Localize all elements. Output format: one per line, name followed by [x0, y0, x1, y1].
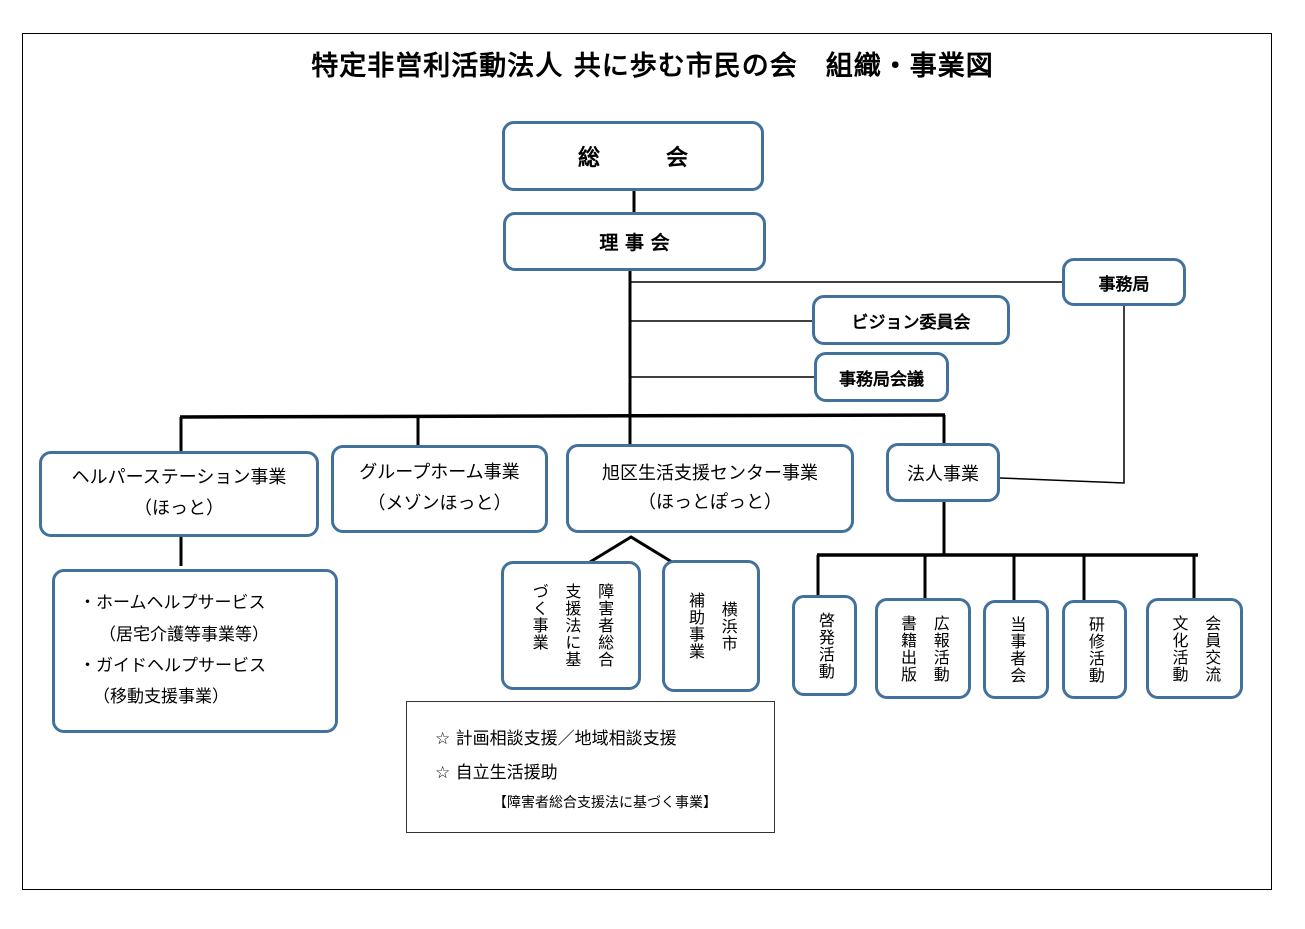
secretariat-label: 事務局 [1098, 274, 1150, 295]
note-box: ☆ 計画相談支援／地域相談支援 ☆ 自立生活援助 【障害者総合支援法に基づく事業… [406, 701, 775, 833]
corporate-box: 法人事業 [886, 443, 1000, 502]
yokohama-subsidy-box: 横浜市 補助事業 [662, 560, 760, 692]
self-advocate-group-box: 当事者会 [983, 600, 1049, 699]
group-home-box: グループホーム事業 （メゾンほっと） [331, 445, 548, 533]
member-exchange-box: 会員交流 文化活動 [1146, 598, 1243, 699]
vision-committee-label: ビジョン委員会 [851, 312, 971, 333]
helper-service-item: ・ホームヘルプサービス [79, 593, 266, 614]
connector-center-children [589, 535, 673, 564]
helper-station-box: ヘルパーステーション事業 （ほっと） [39, 451, 319, 537]
vertical-text: 会員交流 [1202, 614, 1222, 683]
note-line-2: ☆ 自立生活援助 [435, 763, 558, 783]
board-label: 理 事 会 [599, 232, 670, 254]
group-home-sub: （メゾンほっと） [367, 493, 512, 514]
helper-service-note: （居宅介護等事業等） [99, 624, 269, 645]
helper-services-box: ・ホームヘルプサービス （居宅介護等事業等） ・ガイドヘルプサービス （移動支援… [52, 569, 338, 733]
integrated-support-act-box: 障害者総合 支援法に基 づく事業 [501, 561, 641, 690]
connector-secretariat-corporate [999, 306, 1125, 484]
connector-division-bar [179, 413, 946, 419]
secretariat-box: 事務局 [1062, 258, 1186, 306]
vision-committee-box: ビジョン委員会 [812, 295, 1010, 345]
helper-service-note: （移動支援事業） [93, 687, 229, 708]
publicity-publishing-box: 広報活動 書籍出版 [875, 598, 971, 699]
vertical-text: 当事者会 [1007, 615, 1027, 684]
vertical-text: 研修活動 [1085, 615, 1105, 684]
vertical-text: 書籍出版 [898, 614, 917, 683]
diagram-title: 特定非営利活動法人 共に歩む市民の会 組織・事業図 [311, 51, 994, 82]
support-center-sub: （ほっとぽっと） [638, 491, 782, 513]
training-activity-box: 研修活動 [1062, 600, 1127, 699]
helper-service-item: ・ガイドヘルプサービス [79, 656, 266, 676]
vertical-text: づく事業 [529, 583, 549, 651]
vertical-text: 文化活動 [1169, 614, 1189, 683]
corporate-name: 法人事業 [907, 463, 979, 485]
diagram-frame [22, 33, 1272, 890]
general-assembly-label: 総 会 [577, 146, 688, 171]
helper-station-sub: （ほっと） [134, 498, 224, 519]
note-line-1: ☆ 計画相談支援／地域相談支援 [435, 729, 677, 749]
support-center-name: 旭区生活支援センター事業 [602, 462, 818, 484]
vertical-text: 補助事業 [686, 592, 705, 660]
vertical-text: 障害者総合 [595, 583, 615, 668]
support-center-box: 旭区生活支援センター事業 （ほっとぽっと） [566, 444, 854, 533]
vertical-text: 横浜市 [718, 600, 738, 652]
vertical-text: 支援法に基 [562, 583, 582, 668]
helper-station-name: ヘルパーステーション事業 [71, 467, 287, 489]
note-line-3: 【障害者総合支援法に基づく事業】 [493, 795, 717, 811]
vertical-text: 広報活動 [930, 614, 950, 683]
secretariat-meeting-label: 事務局会議 [839, 369, 924, 390]
awareness-activity-box: 啓発活動 [792, 595, 857, 696]
vertical-text: 啓発活動 [815, 611, 835, 680]
group-home-name: グループホーム事業 [359, 462, 520, 484]
board-box: 理 事 会 [503, 212, 766, 271]
secretariat-meeting-box: 事務局会議 [814, 352, 949, 402]
general-assembly-box: 総 会 [502, 121, 764, 191]
